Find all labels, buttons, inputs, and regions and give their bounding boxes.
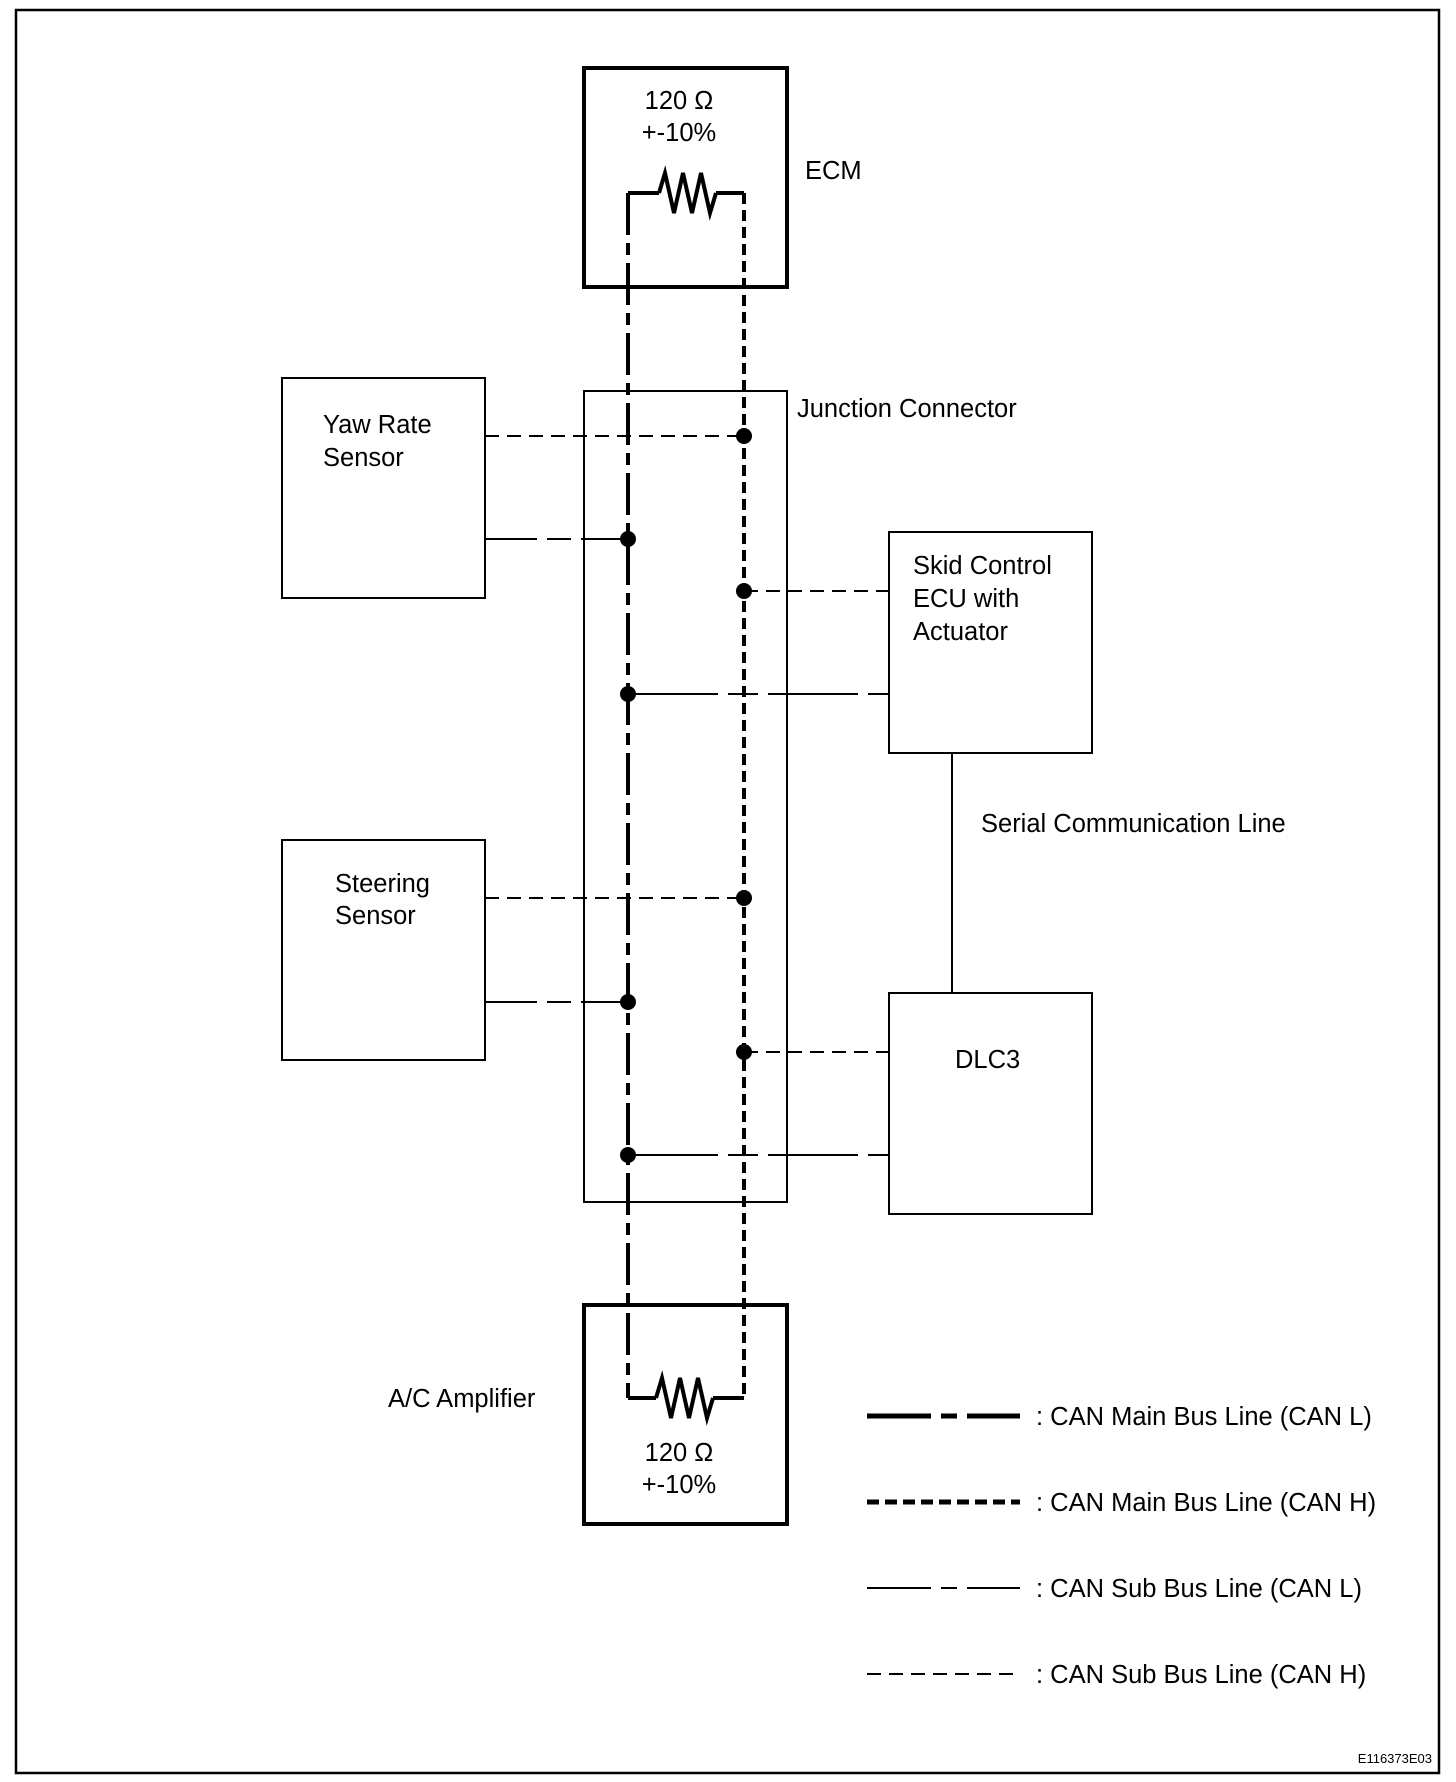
legend: : CAN Main Bus Line (CAN L) : CAN Main B… bbox=[867, 1403, 1376, 1689]
ecm-resistor-icon bbox=[628, 165, 744, 221]
skid-control-ecu-label-line2: ECU with bbox=[913, 585, 1019, 613]
legend-label-main-h: : CAN Main Bus Line (CAN H) bbox=[1036, 1489, 1376, 1517]
yaw-rate-sensor-box bbox=[281, 377, 486, 599]
yaw-rate-sensor-label-line1: Yaw Rate bbox=[323, 411, 432, 439]
steering-sensor-box bbox=[281, 839, 486, 1061]
skid-control-ecu-box bbox=[888, 531, 1093, 754]
serial-communication-label: Serial Communication Line bbox=[981, 810, 1286, 838]
dlc3-box bbox=[888, 992, 1093, 1215]
ac-resistor-icon bbox=[628, 1370, 744, 1426]
junction-dot bbox=[736, 428, 752, 444]
skid-control-ecu-label-line3: Actuator bbox=[913, 618, 1008, 646]
junction-dot bbox=[620, 531, 636, 547]
ecm-resistor-tolerance: +-10% bbox=[642, 119, 716, 147]
skid-control-ecu-label-line1: Skid Control bbox=[913, 552, 1052, 580]
legend-label-main-l: : CAN Main Bus Line (CAN L) bbox=[1036, 1403, 1372, 1431]
ac-amplifier-box bbox=[582, 1303, 789, 1526]
ac-resistor-tolerance: +-10% bbox=[642, 1471, 716, 1499]
steering-sensor-label-line2: Sensor bbox=[335, 902, 416, 930]
junction-dot bbox=[736, 1044, 752, 1060]
junction-dots bbox=[620, 428, 752, 1163]
outer-frame bbox=[14, 8, 1441, 1775]
ecm-resistor-value: 120 Ω bbox=[645, 87, 714, 115]
dlc3-label: DLC3 bbox=[955, 1046, 1020, 1074]
yaw-rate-sensor-label-line2: Sensor bbox=[323, 444, 404, 472]
junction-dot bbox=[736, 583, 752, 599]
steering-sensor-label-line1: Steering bbox=[335, 870, 430, 898]
figure-code: E116373E03 bbox=[1358, 1751, 1432, 1766]
legend-label-sub-h: : CAN Sub Bus Line (CAN H) bbox=[1036, 1661, 1366, 1689]
junction-dot bbox=[620, 686, 636, 702]
junction-connector-label: Junction Connector bbox=[797, 395, 1017, 423]
ac-amplifier-label: A/C Amplifier bbox=[388, 1385, 536, 1413]
ecm-box bbox=[582, 66, 789, 289]
junction-dot bbox=[620, 994, 636, 1010]
ecm-label: ECM bbox=[805, 157, 862, 185]
legend-label-sub-l: : CAN Sub Bus Line (CAN L) bbox=[1036, 1575, 1362, 1603]
ac-resistor-value: 120 Ω bbox=[645, 1439, 714, 1467]
junction-dot bbox=[620, 1147, 636, 1163]
junction-dot bbox=[736, 890, 752, 906]
junction-connector-box bbox=[583, 390, 788, 1203]
